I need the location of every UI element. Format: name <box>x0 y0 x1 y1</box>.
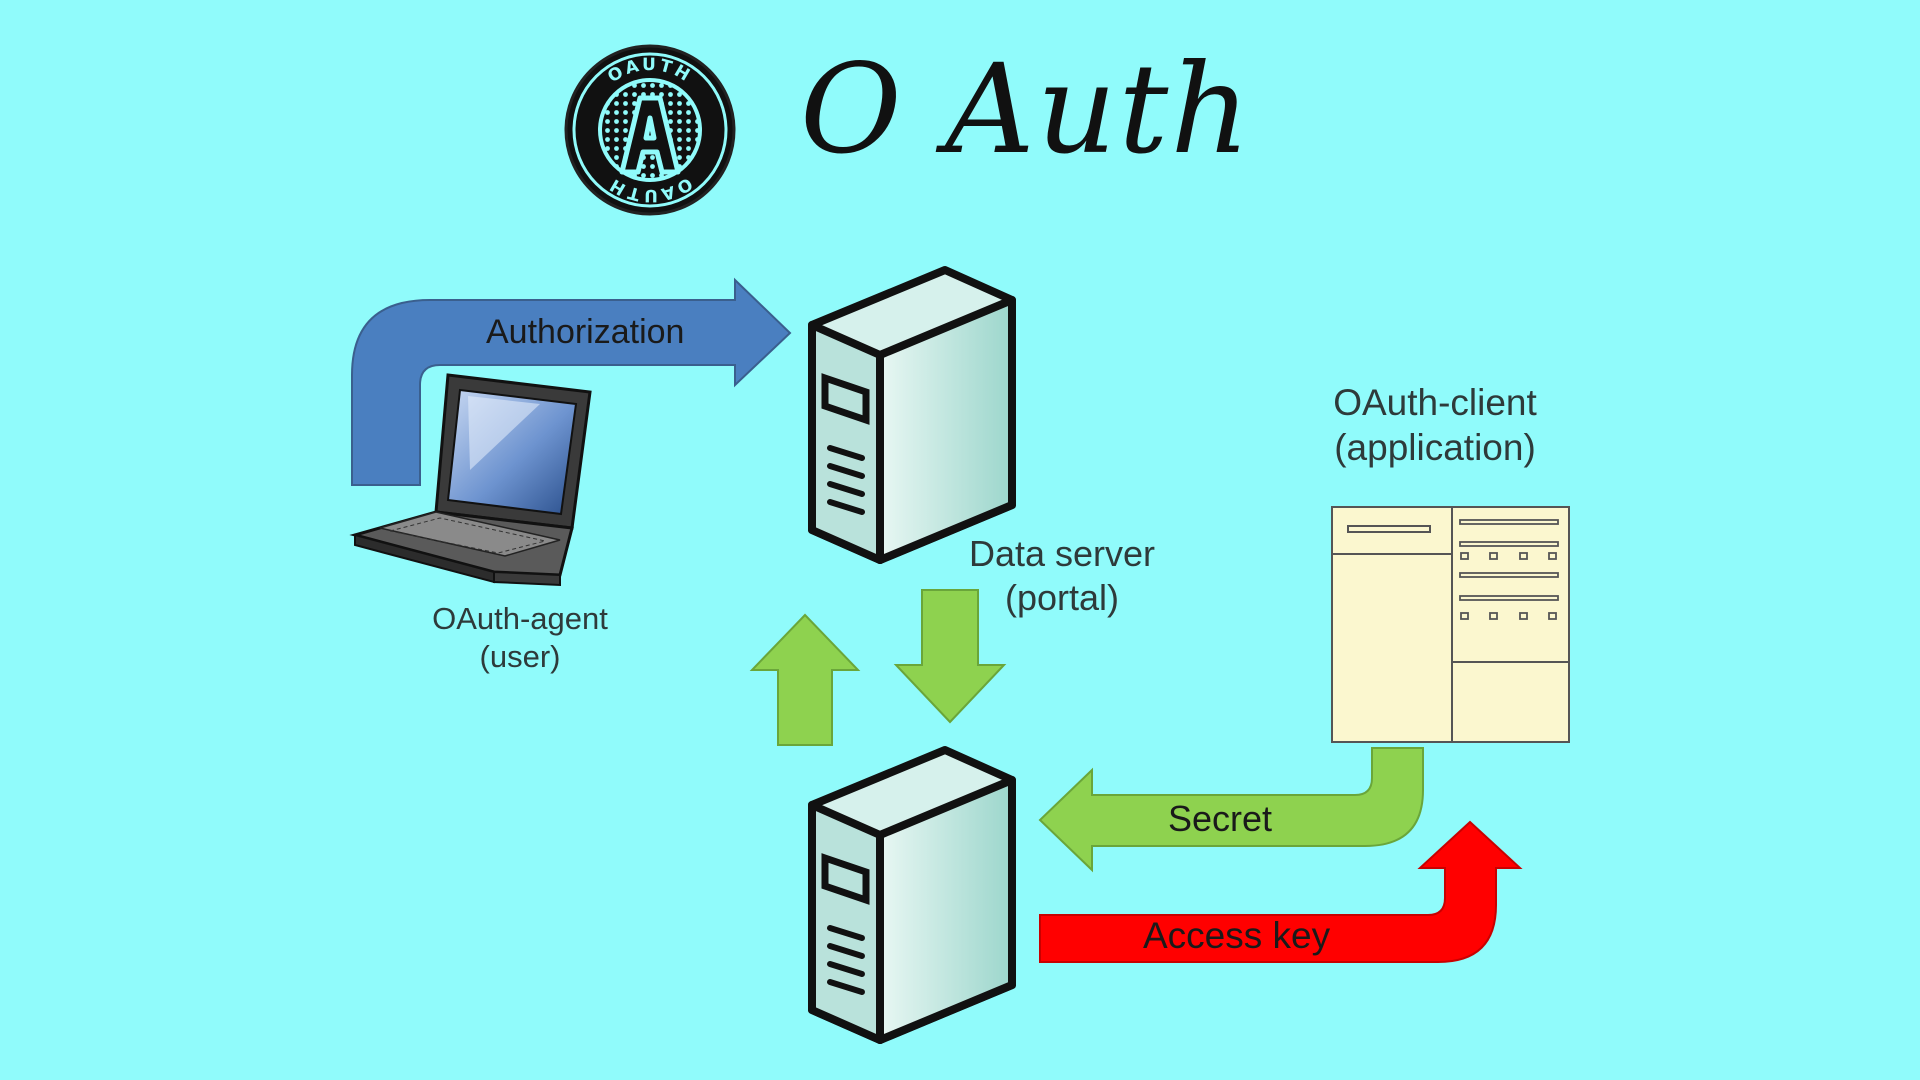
oauth-logo: OAUTH OAUTH <box>564 44 736 216</box>
authorization-arrow <box>351 277 792 486</box>
oauth-agent-label: OAuth-agent (user) <box>410 600 630 676</box>
oauth-agent-role: (user) <box>479 638 561 674</box>
page-title: O Auth <box>800 38 1253 182</box>
client-application-icon <box>1331 506 1570 743</box>
secret-label: Secret <box>1168 798 1273 839</box>
laptop-icon <box>349 373 592 587</box>
oauth-client-name: OAuth-client <box>1333 382 1537 423</box>
access-key-arrow <box>1039 820 1523 963</box>
oauth-client-label: OAuth-client (application) <box>1305 380 1565 470</box>
data-server-label: Data server (portal) <box>942 532 1182 620</box>
data-server-role: (portal) <box>1004 576 1120 618</box>
data-server-icon <box>808 266 1016 564</box>
data-server-name: Data server <box>968 533 1156 574</box>
oauth-agent-name: OAuth-agent <box>432 601 608 636</box>
down-arrow <box>893 589 1007 724</box>
oauth-client-role: (application) <box>1334 427 1536 469</box>
authorization-label: Authorization <box>486 313 685 351</box>
secret-arrow <box>1038 747 1424 873</box>
auth-server-icon <box>808 746 1016 1044</box>
access-key-label: Access key <box>1143 915 1331 956</box>
up-arrow <box>749 613 861 746</box>
